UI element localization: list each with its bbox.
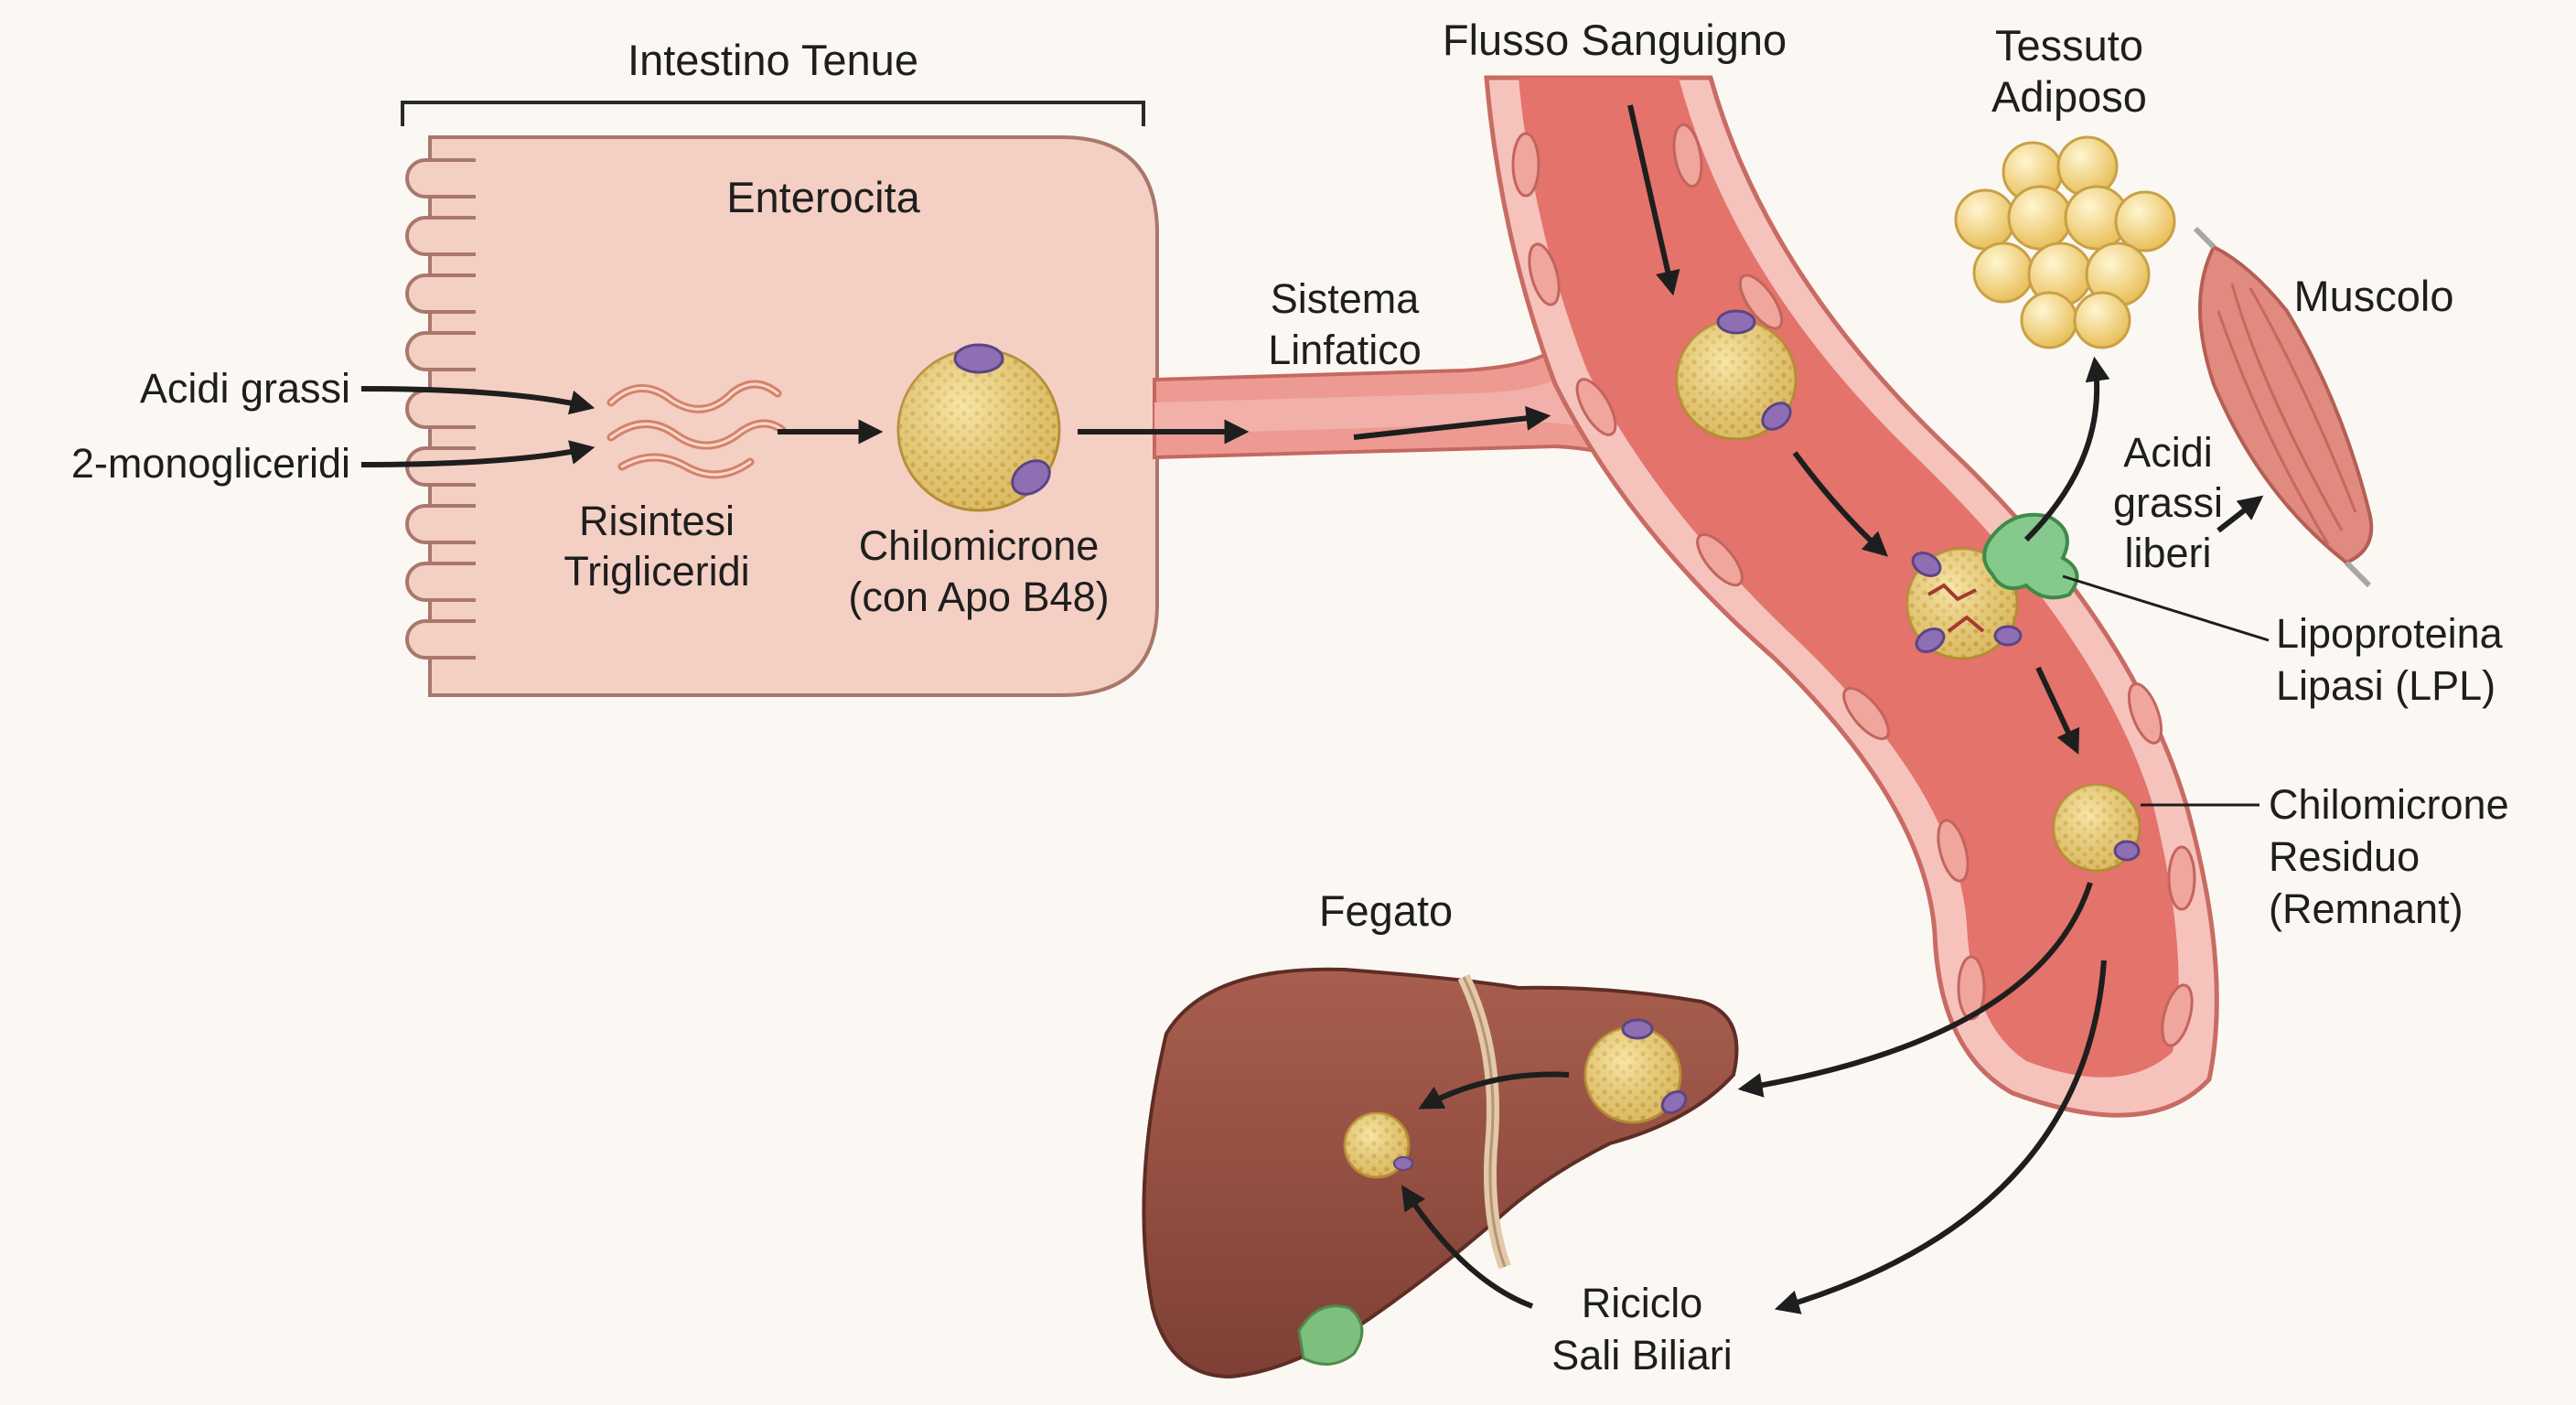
muscle-tendon — [2193, 226, 2372, 588]
lymphatic-group: Sistema Linfatico — [1078, 275, 1628, 461]
residuo-label-2: Residuo — [2269, 833, 2420, 880]
arrow-flow-1 — [1627, 104, 1680, 296]
acidi-liberi-label-2: grassi — [2113, 479, 2223, 526]
enterocyte-cell — [428, 135, 1159, 697]
tissue-group: Tessuto Adiposo Muscolo Acidi grassi lib… — [1954, 21, 2509, 932]
arrow-remnant-to-bile — [1774, 960, 2107, 1314]
chylomicron-liver-1 — [1583, 1018, 1688, 1124]
apo-b48-marker — [1011, 459, 1051, 496]
arrow-lymph-flow — [1353, 405, 1551, 440]
linfatico-label-2: Linfatico — [1268, 327, 1422, 373]
risintesi-label-1: Risintesi — [579, 498, 735, 544]
er-icon-inner — [609, 382, 784, 477]
arrow-acidi-grassi — [360, 386, 596, 415]
acidi-liberi-label-3: liberi — [2124, 530, 2211, 576]
apo-b48-marker — [2113, 840, 2141, 862]
blood-vessel-lumen — [1519, 78, 2179, 1078]
apo-b48-marker — [1915, 627, 1946, 653]
arrow-flow-3 — [2035, 666, 2080, 755]
lpl-label-2: Lipasi (LPL) — [2276, 662, 2496, 709]
acidi-liberi-label-1: Acidi — [2123, 429, 2213, 476]
residuo-label-3: (Remnant) — [2269, 885, 2463, 932]
arrow-liver-internal — [1418, 1071, 1570, 1110]
lymphatic-lumen — [1154, 370, 1596, 434]
riciclo-label-1: Riciclo — [1582, 1280, 1703, 1326]
acidi-grassi-label: Acidi grassi — [140, 365, 350, 412]
tessuto-label-2: Adiposo — [1991, 72, 2147, 121]
apo-b48-marker — [1660, 1090, 1688, 1114]
intestine-group: Intestino Tenue Enterocita Risinte — [71, 36, 1159, 697]
apo-b48-marker — [1993, 625, 2023, 647]
apo-b48-marker — [1716, 309, 1756, 335]
arrow-bile-recycle — [1401, 1185, 1534, 1309]
chilomicrone-label-1: Chilomicrone — [859, 522, 1100, 569]
chylomicron-liver-2 — [1343, 1111, 1413, 1179]
arrow-flow-2 — [1792, 451, 1889, 557]
chilomicrone-label-2: (con Apo B48) — [848, 574, 1109, 620]
intestine-title: Intestino Tenue — [628, 36, 918, 84]
intestine-bracket — [401, 101, 1145, 126]
riciclo-label-2: Sali Biliari — [1551, 1332, 1733, 1378]
adipose-cluster — [1954, 135, 2176, 349]
apo-b48-marker — [1911, 552, 1942, 577]
flusso-label: Flusso Sanguigno — [1443, 16, 1787, 64]
enterocyte-label: Enterocita — [726, 173, 920, 221]
chylomicron-blood — [1675, 309, 1798, 441]
apo-b48-marker — [953, 343, 1004, 374]
arrow-to-adipose — [2023, 356, 2110, 542]
cell-body-overlay — [476, 146, 549, 686]
risintesi-label-2: Trigliceridi — [564, 548, 749, 595]
arrow-to-muscle — [2216, 495, 2264, 533]
arrow-monogliceridi — [360, 440, 596, 467]
tessuto-label-1: Tessuto — [1995, 21, 2143, 70]
hydrolysis-cracks — [1927, 583, 1985, 633]
blood-vessel-group: Flusso Sanguigno — [1443, 16, 2219, 1314]
apo-b48-marker — [1621, 1018, 1654, 1040]
lpl-leader-line — [2062, 574, 2270, 642]
liver-ligament-edge — [1462, 976, 1507, 1268]
fegato-label: Fegato — [1319, 886, 1453, 935]
muscolo-label: Muscolo — [2293, 272, 2453, 320]
chylomicron-remnant — [2052, 783, 2141, 873]
chylomicron-cell — [896, 343, 1061, 512]
muscle-icon — [2193, 226, 2374, 588]
arrow-remnant-to-liver — [1737, 882, 2093, 1098]
gallbladder — [1297, 1304, 1364, 1366]
apo-b48-marker — [1761, 402, 1792, 431]
monogliceridi-label: 2-monogliceridi — [71, 440, 350, 487]
liver-group: Fegato Riciclo Sali Biliari — [1142, 886, 1739, 1379]
linfatico-label-1: Sistema — [1271, 275, 1421, 322]
lpl-label-1: Lipoproteina — [2276, 610, 2504, 657]
apo-b48-marker — [1393, 1156, 1413, 1171]
chylomicron-lpl — [1905, 512, 2079, 660]
residuo-label-1: Chilomicrone — [2269, 781, 2509, 828]
